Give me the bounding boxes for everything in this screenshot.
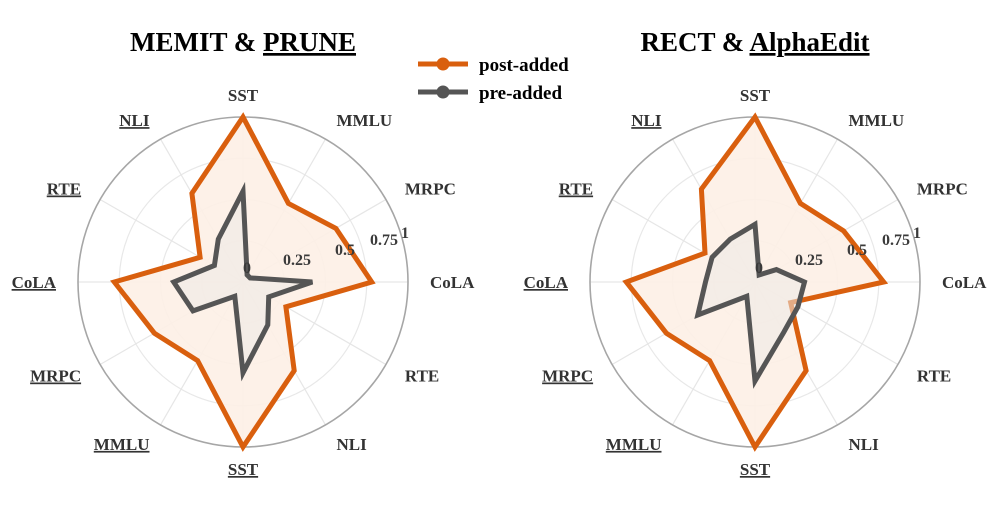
radial-tick-label: 0.75	[882, 232, 910, 249]
radial-tick-label: 0.5	[335, 242, 355, 259]
panel-title: RECT & AlphaEdit	[640, 27, 869, 57]
legend: post-added pre-added	[418, 55, 569, 104]
radial-tick-label: 0.75	[370, 232, 398, 249]
axis-label-mmlu: MMLU	[94, 435, 150, 454]
axis-label-nli: NLI	[631, 111, 662, 130]
radial-tick-label: 1	[401, 225, 409, 242]
legend-pre-added-label: pre-added	[479, 83, 562, 104]
axis-label-rte: RTE	[917, 367, 951, 386]
axis-label-rte: RTE	[405, 367, 439, 386]
panel-title-plain: RECT &	[640, 27, 749, 57]
axis-label-sst: SST	[740, 460, 771, 479]
axis-label-mrpc: MRPC	[542, 367, 593, 386]
series-pre-added-polygon	[694, 220, 808, 389]
axis-label-nli: NLI	[337, 435, 368, 454]
legend-post-added-marker	[436, 57, 450, 71]
radial-tick-label: 0.25	[283, 252, 311, 269]
radial-tick-label: 1	[913, 225, 921, 242]
axis-label-nli: NLI	[849, 435, 880, 454]
radial-tick-label: 0.25	[795, 252, 823, 269]
panel-title-plain: MEMIT &	[130, 27, 263, 57]
axis-label-sst: SST	[228, 86, 259, 105]
panel-title: MEMIT & PRUNE	[130, 27, 356, 57]
axis-label-sst: SST	[228, 460, 259, 479]
axis-label-mmlu: MMLU	[606, 435, 662, 454]
legend-post-added-label: post-added	[479, 55, 569, 76]
axis-label-mmlu: MMLU	[849, 111, 905, 130]
radial-tick-label: 0.5	[847, 242, 867, 259]
axis-label-cola: CoLA	[942, 273, 987, 292]
panel-title-underlined: PRUNE	[263, 27, 356, 57]
axis-label-mmlu: MMLU	[337, 111, 393, 130]
axis-label-sst: SST	[740, 86, 771, 105]
axis-label-rte: RTE	[559, 180, 593, 199]
axis-label-mrpc: MRPC	[30, 367, 81, 386]
legend-pre-added-marker	[436, 85, 450, 99]
radial-tick-label: 0	[755, 260, 763, 277]
series-pre-added-polygon	[169, 181, 314, 382]
axis-label-mrpc: MRPC	[917, 180, 968, 199]
axis-label-mrpc: MRPC	[405, 180, 456, 199]
axis-label-cola: CoLA	[430, 273, 475, 292]
axis-label-nli: NLI	[119, 111, 150, 130]
axis-label-cola: CoLA	[12, 273, 57, 292]
axis-label-cola: CoLA	[524, 273, 569, 292]
axis-label-rte: RTE	[47, 180, 81, 199]
radial-tick-label: 0	[243, 260, 251, 277]
panel-title-underlined: AlphaEdit	[749, 27, 869, 57]
